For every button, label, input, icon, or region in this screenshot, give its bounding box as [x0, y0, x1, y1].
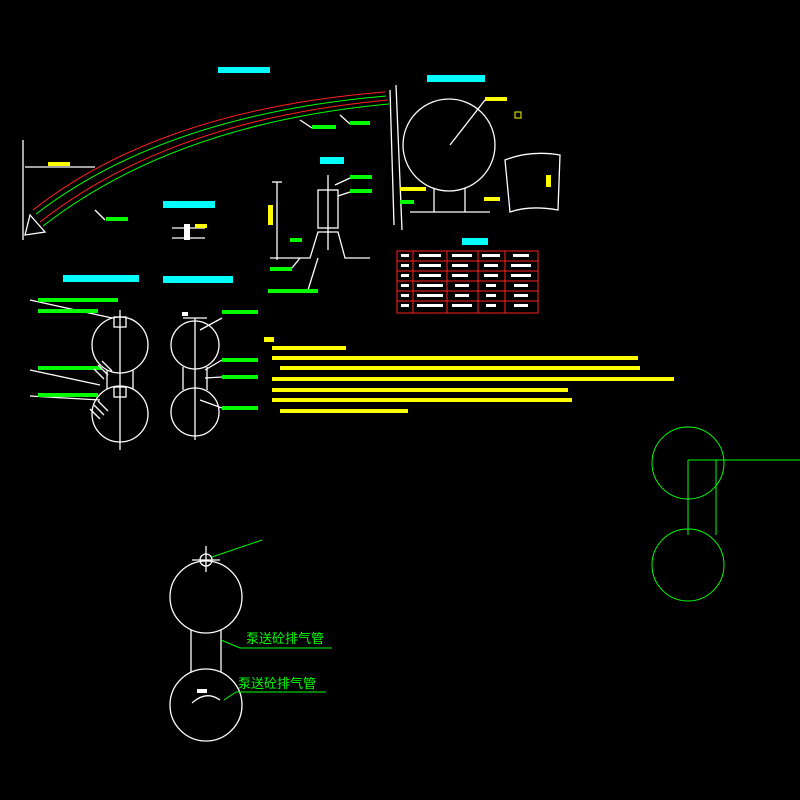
right-green-section: [651, 426, 800, 602]
pump-vent-pipe-label-lower: 泵送砼排气管: [238, 676, 316, 692]
mid-top-label: [182, 312, 188, 316]
pump-angle-text: [197, 689, 207, 693]
detail-a: [268, 157, 372, 293]
section-title-text: [427, 75, 485, 82]
left-leader-2: [29, 369, 101, 386]
hole-sealing-detail: [163, 201, 215, 240]
right-lower-circle: [651, 528, 725, 602]
material-table-cell-glyphs: [401, 254, 531, 307]
pump-vent-leader-top: [211, 539, 263, 558]
notes-heading: [264, 337, 274, 342]
left-hole-mark-top: [113, 316, 127, 328]
notes-line-3: [280, 366, 640, 370]
left-leader-2-text: [38, 366, 102, 370]
left-leader-1b-text: [38, 309, 98, 313]
section-leader-text-2: [400, 187, 426, 191]
left-hatch-2: [89, 400, 109, 420]
notes-line-2: [272, 356, 638, 360]
mid-leader-3-text: [222, 375, 258, 379]
section-main-circle: [402, 98, 496, 192]
section-leader-text-1: [485, 97, 507, 101]
vent-section-detail: [400, 75, 561, 213]
section-small-mark: [514, 111, 522, 119]
pump-leader-lower: [223, 691, 237, 701]
notes-line-4: [272, 377, 674, 381]
section-leader-text-3: [400, 200, 414, 204]
arch-rib-inner-green: [42, 103, 390, 227]
mid-arrangement-title-text: [163, 276, 233, 283]
vent-hole-arrangement-left: [29, 275, 149, 450]
detail-a-leader-5-text: [268, 289, 318, 293]
left-leader-3-text: [38, 393, 98, 397]
mid-leader-2-text: [222, 358, 258, 362]
arch-title-text: [218, 67, 270, 73]
arch-leader-2-text: [312, 125, 336, 129]
arch-rib-inner-red: [39, 99, 389, 223]
arch-leader-1-text: [106, 217, 128, 221]
arch-rib-outer-red: [32, 91, 386, 211]
pump-vent-pipe-label-upper: 泵送砼排气管: [246, 631, 324, 647]
left-arrangement-title-text: [63, 275, 139, 282]
arch-span-dim-text-block: [48, 162, 70, 166]
notes-line-5: [272, 388, 568, 392]
arch-leader-3: [339, 114, 351, 125]
section-diag-leader: [449, 99, 486, 146]
section-tube-label: [546, 175, 551, 187]
mid-leader-2: [204, 359, 223, 371]
hole-sealing-plug: [184, 224, 190, 240]
detail-a-leader-5: [307, 257, 319, 291]
arch-leader-2: [299, 119, 313, 129]
arch-rib-outer-green: [35, 95, 387, 215]
vent-pipe-position-mid: [163, 276, 258, 440]
mid-leader-1: [199, 317, 223, 331]
hole-sealing-title-text: [163, 201, 215, 208]
mid-leader-4-text: [222, 406, 258, 410]
detail-a-skin: [270, 231, 370, 259]
detail-a-dim-text: [268, 205, 273, 225]
general-notes: [264, 337, 674, 413]
arch-right-slope-line: [395, 84, 403, 231]
arch-right-vertical-line: [389, 89, 395, 226]
section-tube-bottom-text: [484, 197, 500, 201]
detail-a-leader-3-text: [290, 238, 302, 242]
arch-rib-elevation: [22, 67, 403, 240]
arch-leader-3-text: [350, 121, 370, 125]
pump-lower-circle: [169, 668, 243, 742]
material-table: [396, 238, 539, 314]
notes-line-1: [272, 346, 346, 350]
material-table-title-text: [462, 238, 488, 245]
pump-vent-detail: 泵送砼排气管 泵送砼排气管: [169, 539, 332, 742]
detail-a-leader-4-text: [270, 267, 292, 271]
hole-sealing-annot: [195, 224, 207, 228]
pump-leader-upper: [220, 639, 241, 649]
section-side-tube: [504, 152, 561, 213]
detail-a-leader-2: [337, 191, 351, 197]
detail-a-leader-1-text: [350, 175, 372, 179]
arch-leader-1: [94, 209, 106, 221]
detail-a-title-text: [320, 157, 344, 164]
left-leader-1-text: [38, 298, 118, 302]
detail-a-leader-4: [291, 257, 301, 269]
mid-leader-1-text: [222, 310, 258, 314]
detail-a-leader-2-text: [350, 189, 372, 193]
detail-a-leader-1: [334, 177, 351, 186]
notes-line-7: [280, 409, 408, 413]
arch-rib-base-white: [24, 213, 47, 236]
left-hole-mark-bottom: [113, 386, 127, 398]
notes-line-6: [272, 398, 572, 402]
mid-leader-4: [199, 399, 223, 409]
pump-angle-arc: [191, 695, 221, 704]
material-table-frame: [396, 250, 539, 314]
left-hatch-1: [93, 360, 113, 380]
mid-leader-3: [204, 376, 223, 379]
